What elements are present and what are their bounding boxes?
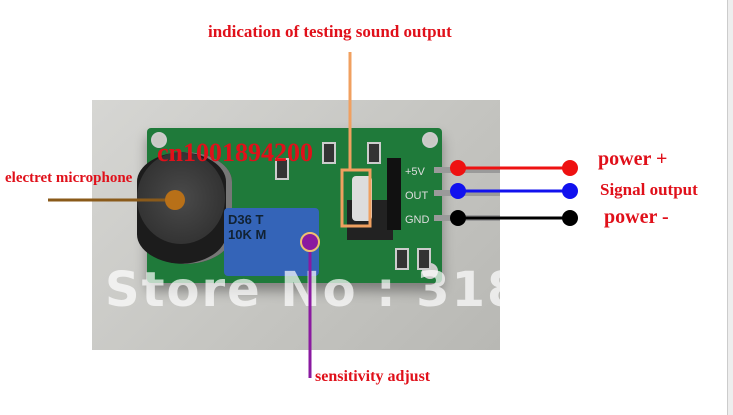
pot-marking: D36 T (228, 212, 264, 227)
id-watermark: cn1001894200 (157, 138, 313, 167)
mic-pointer-dot (165, 190, 185, 210)
signal-dot (562, 183, 578, 199)
pot-marking: 10K M (228, 227, 267, 242)
label-sound-indicator: indication of testing sound output (208, 22, 452, 41)
smd-part (367, 142, 381, 164)
smd-part (322, 142, 336, 164)
smd-part (417, 248, 431, 270)
smd-part (275, 158, 289, 180)
mount-hole (422, 132, 438, 148)
label-microphone: electret microphone (5, 170, 133, 186)
pin-label-out: OUT (405, 190, 429, 202)
pin (434, 167, 500, 173)
store-watermark: Store No : 318 (105, 262, 500, 318)
label-power-plus: power + (598, 148, 668, 170)
label-signal-output: Signal output (600, 180, 698, 199)
power-minus-dot (562, 210, 578, 226)
pot-pointer-dot (300, 232, 320, 252)
power-plus-dot (562, 160, 578, 176)
pin-header (387, 158, 401, 230)
power-plus-dot (450, 160, 466, 176)
label-power-minus: power - (604, 206, 669, 228)
led (352, 176, 372, 221)
led-highlight-box (340, 168, 372, 228)
pin-label-gnd: GND (405, 214, 430, 226)
pin (434, 190, 500, 196)
scrollbar[interactable] (727, 0, 733, 415)
pin-label-5v: +5V (405, 166, 425, 178)
signal-dot (450, 183, 466, 199)
mount-hole (151, 132, 167, 148)
power-minus-dot (450, 210, 466, 226)
label-sensitivity: sensitivity adjust (315, 368, 431, 385)
smd-part (395, 248, 409, 270)
